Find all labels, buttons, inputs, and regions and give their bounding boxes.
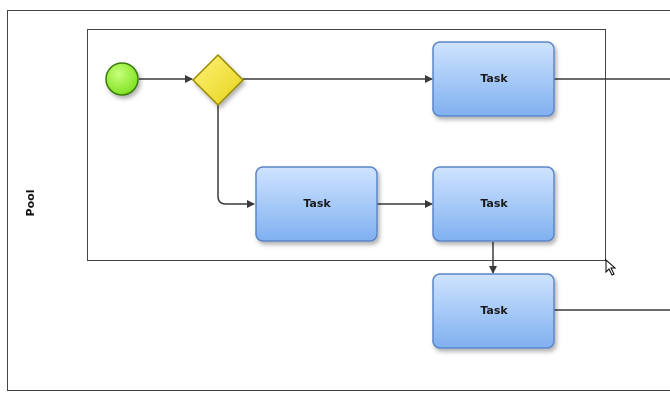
exclusive-gateway[interactable] [191,53,245,107]
selection-rectangle[interactable] [87,29,606,261]
task-mid-right[interactable]: Task [432,166,555,242]
flow-gateway-to-task-mid-left[interactable] [217,104,255,208]
task-label: Task [480,197,508,210]
task-label: Task [480,304,508,317]
task-label: Task [303,197,331,210]
task-mid-left[interactable]: Task [255,166,378,242]
sequence-flows [139,75,670,311]
task-label: Task [480,72,508,85]
task-bottom[interactable]: Task [432,273,555,349]
task-top[interactable]: Task [432,41,555,117]
start-event[interactable] [105,62,139,96]
resize-cursor-icon [605,258,617,276]
pool-label: Pool [24,190,37,217]
